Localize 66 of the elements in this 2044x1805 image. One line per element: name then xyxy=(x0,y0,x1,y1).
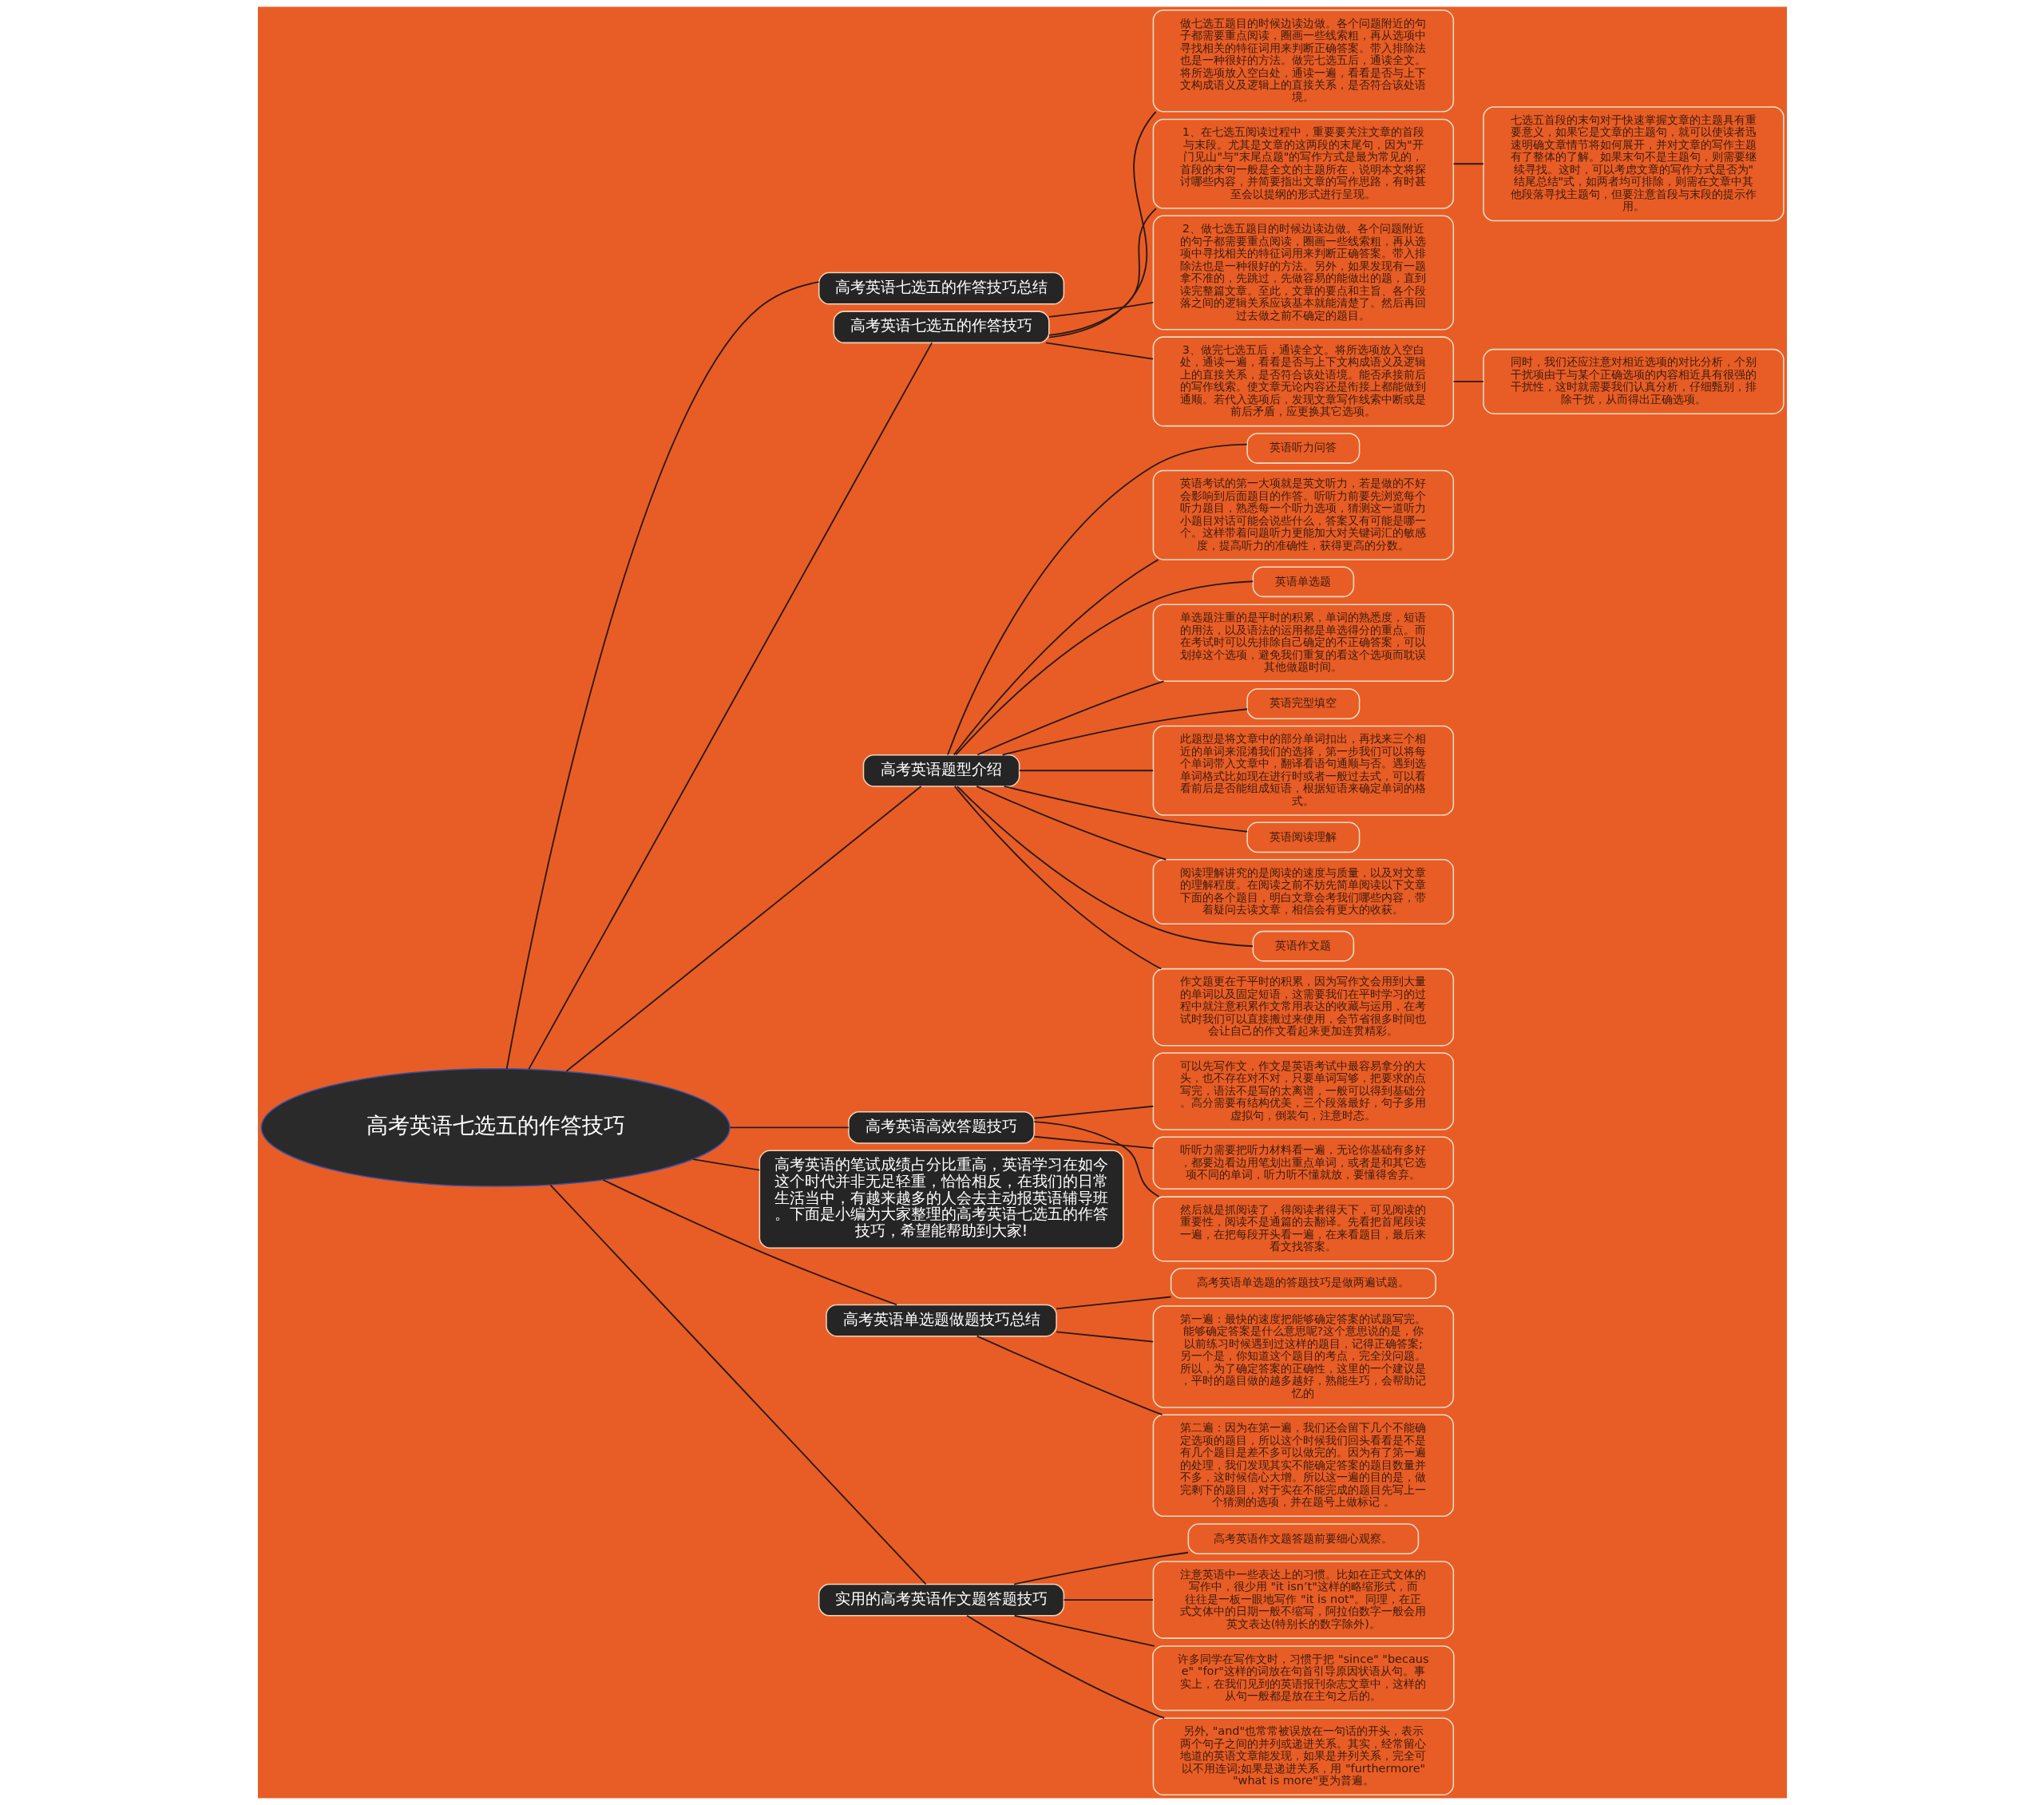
connector xyxy=(564,786,921,1072)
node-box: 许多同学在写作文时，习惯于把 "since" "because" "for"这样的词放在句首引导原因状语从句。事实上，在我们见到的英语报刊杂志文章中，这样的从句一般都是放在主句之后的。 xyxy=(1151,1645,1455,1712)
connector xyxy=(1013,1614,1155,1647)
connector xyxy=(1452,380,1484,382)
node-box: 高考英语题型介绍 xyxy=(862,754,1020,787)
node-box: 英语完型填空 xyxy=(1246,688,1360,719)
node-box: 此题型是将文章中的部分单词扣出，再找来三个相近的单词来混淆我们的选择，第一步我们可以将每个单词带入文章中，翻译看语句通顺与否。遇到选单词格式比如现在进行时或者一般过去式，可以看看前后是否能组成短语，根据短语来确定单词的格式。 xyxy=(1152,725,1454,816)
node-box: 英语阅读理解 xyxy=(1246,821,1360,853)
node-box: 高考英语单选题做题技巧总结 xyxy=(825,1304,1057,1337)
connector xyxy=(1003,786,1248,833)
node-box: 另外, "and"也常常被误放在一句话的开头，表示两个句子之间的并列或递进关系。其实，经常留心地道的英语文章能发现，如果是并列关系，完全可以不用连词;如果是递进关系，用 "furthermore" "what is more"更为普遍。 xyxy=(1152,1717,1454,1796)
connector xyxy=(1048,301,1154,318)
connector xyxy=(1063,1599,1154,1601)
node-box: 高考英语高效答题技巧 xyxy=(847,1111,1035,1144)
node-box: 同时，我们还应注意对相近选项的对比分析，个别干扰项由于与某个正确选项的内容相近具有很强的干扰性，这时就需要我们认真分析，仔细甄别，排除干扰，从而得出正确选项。 xyxy=(1482,348,1785,414)
node-box: 高考英语七选五的作答技巧总结 xyxy=(818,271,1064,305)
node-box: 七选五首段的末句对于快速掌握文章的主题具有重要意义，如果它是文章的主题句，就可以使读者迅速明确文章情节将如何展开，并对文章的写作主题有了整体的了解。如果末句不是主题句，则需要继续寻找。这时，可以考虑文章的写作方式是否为"结尾总结"式，如两者均可排除，则需在文章中其他段落寻找主题句，但要注意首段与末段的提示作用。 xyxy=(1482,106,1785,222)
connector xyxy=(956,786,1254,948)
connector xyxy=(1032,1121,1159,1197)
connector xyxy=(1001,708,1248,756)
connector xyxy=(976,680,1164,756)
connector xyxy=(691,1158,760,1171)
node-box: 1、在七选五阅读过程中，重要要关注文章的首段与末段。尤其是文章的这两段的末尾句，因为"开门见山"与"末尾点题"的写作方式是最为常见的，首段的末句一般是全文的主题所在，说明本文将探讨哪些内容，并简要指出文章的写作思路，有时甚至会以提纲的形式进行呈现。 xyxy=(1152,118,1454,209)
connector xyxy=(1044,342,1154,360)
connector xyxy=(1048,111,1157,338)
connector xyxy=(1033,1105,1154,1119)
node-box: 2、做七选五题目的时候边读边做。各个问题附近的句子都需要重点阅读，圈画一些线索粗，再从选项中寻找相关的特征词用来判断正确答案。带入排除法也是一种很好的方法。另外，如果发现有一题拿不准的，先跳过，先做容易的能做出的题，直到读完整篇文章。至此，文章的要点和主旨、各个段落之间的逻辑关系应该基本就能清楚了。然后再回过去做之前不确定的题目。 xyxy=(1152,215,1454,331)
connector xyxy=(1048,208,1157,336)
connector xyxy=(549,1184,926,1585)
node-box: 英语考试的第一大项就是英文听力，若是做的不好会影响到后面题目的作答。听听力前要先浏览每个听力题目，熟悉每一个听力选项，猜测这一道听力小题目对话可能会说些什么，答案又有可能是哪一个。这样带着问题听力更能加大对关键词汇的敏感度，提高听力的准确性，获得更高的分数。 xyxy=(1152,469,1454,560)
connector xyxy=(505,281,819,1070)
connector xyxy=(1033,1135,1154,1150)
node-box: 听听力需要把听力材料看一遍，无论你基础有多好，都要边看边用笔划出重点单词，或者是和其它选项不同的单词，听力听不懂就放，要懂得舍弃。 xyxy=(1152,1136,1454,1190)
node-box: 英语听力问答 xyxy=(1246,433,1360,464)
connector xyxy=(527,342,933,1070)
node-box: 作文题更在于平时的积累，因为写作文会用到大量的单词以及固定短语，这需要我们在平时学习的过程中就注意积累作文常用表达的收藏与运用，在考试时我们可以直接搬过来使用，会节省很多时间也会让自己的作文看起来更加连贯精彩。 xyxy=(1152,968,1454,1047)
node-box: 英语单选题 xyxy=(1252,566,1354,598)
node-box: 高考英语七选五的作答技巧 xyxy=(833,311,1050,344)
node-box: 注意英语中一些表达上的习惯。比如在正式文体的写作中，很少用 "it isn’t"这样的略缩形式，而往往是一板一眼地写作 "it is not"。同理，在正式文体中的日期一般不缩写，阿拉伯数字一般会用英文表达(特别长的数字除外)。 xyxy=(1152,1561,1454,1639)
connector xyxy=(953,786,1162,970)
node-box: 高考英语的笔试成绩占分比重高，英语学习在如今这个时代并非无足轻重，恰恰相反，在我们的日常生活当中，有越来越多的人会去主动报英语辅导班。下面是小编为大家整理的高考英语七选五的作答技巧，希望能帮助到大家! xyxy=(759,1150,1123,1249)
node-box: 高考英语作文题答题前要细心观察。 xyxy=(1187,1523,1419,1555)
connector xyxy=(965,1614,1165,1720)
connector xyxy=(1012,1551,1189,1585)
node-ellipse: 高考英语七选五的作答技巧 xyxy=(260,1067,731,1187)
node-box: 第一遍：最快的速度把能够确定答案的试题写完。能够确定答案是什么意思呢?这个意思说的是，你以前练习时候遇到过这样的题目，记得正确答案;另一个是，你知道这个题目的考点，完全没问题。所以，为了确定答案的正确性，这里的一个建议是，平时的题目做的越多越好，熟能生巧，会帮助记忆的 xyxy=(1152,1305,1454,1408)
node-box: 3、做完七选五后，通读全文。将所选项放入空白处，通读一遍，看看是否与上下文构成语义及逻辑上的直接关系，是否符合该处语境。能否承接前后的写作线索。使文章无论内容还是衔接上都能做到通顺。若代入选项后，发现文章写作线索中断或是前后矛盾，应更换其它选项。 xyxy=(1152,336,1454,427)
connector xyxy=(729,1126,850,1129)
node-box: 可以先写作文，作文是英语考试中最容易拿分的大头，也不存在对不对，只要单词写够，把要求的点写完，语法不是写的太离谱，一般可以得到基础分。高分需要有结构优美，三个段落最好，句子多用虚拟句，倒装句，注意时态。 xyxy=(1152,1052,1454,1130)
node-box: 实用的高考英语作文题答题技巧 xyxy=(818,1583,1064,1617)
node-box: 英语作文题 xyxy=(1252,930,1354,962)
node-box: 然后就是抓阅读了，得阅读者得天下，可见阅读的重要性，阅读不是通篇的去翻译。先看把首尾段读一遍，在把每段开头看一遍，在来看题目，最后来看文找答案。 xyxy=(1152,1196,1454,1262)
node-box: 做七选五题目的时候边读边做。各个问题附近的句子都需要重点阅读，圈画一些线索粗，再从选项中寻找相关的特征词用来判断正确答案。带入排除法也是一种很好的方法。做完七选五后，通读全文。将所选项放入空白处，通读一遍，看看是否与上下文构成语义及逻辑上的直接关系，是否符合该处语境。 xyxy=(1152,9,1454,113)
connector xyxy=(954,580,1254,756)
connector xyxy=(1055,1296,1171,1310)
connector xyxy=(1452,163,1484,165)
node-box: 高考英语单选题的答题技巧是做两遍试题。 xyxy=(1170,1268,1436,1299)
node-box: 阅读理解讲究的是阅读的速度与质量，以及对文章的理解程度。在阅读之前不妨先简单阅读以下文章下面的各个题目，明白文章会考我们哪些内容，带着疑问去读文章，相信会有更大的收获。 xyxy=(1152,859,1454,925)
connector xyxy=(976,1335,1163,1416)
node-box: 单选题注重的是平时的积累，单词的熟悉度，短语的用法，以及语法的运用都是单选得分的重点。而在考试时可以先排除自己确定的不正确答案，可以划掉这个选项，避免我们重复的看这个选项而耽误其他做题时间。 xyxy=(1152,604,1454,682)
connector xyxy=(953,559,1159,756)
connector xyxy=(975,786,1167,861)
connector xyxy=(602,1179,897,1306)
node-box: 第二遍：因为在第一遍，我们还会留下几个不能确定选项的题目，所以这个时候我们回头看看是不是有几个题目是差不多可以做完的。因为有了第一遍的处理，我们发现其实不能确定答案的题目数量并不多，这时候信心大增。所以这一遍的目的是，做完剩下的题目，对于实在不能完成的题目先写上一个猜测的选项，并在题号上做标记 。 xyxy=(1152,1414,1454,1518)
connector xyxy=(1055,1331,1154,1343)
connector xyxy=(1018,770,1154,772)
